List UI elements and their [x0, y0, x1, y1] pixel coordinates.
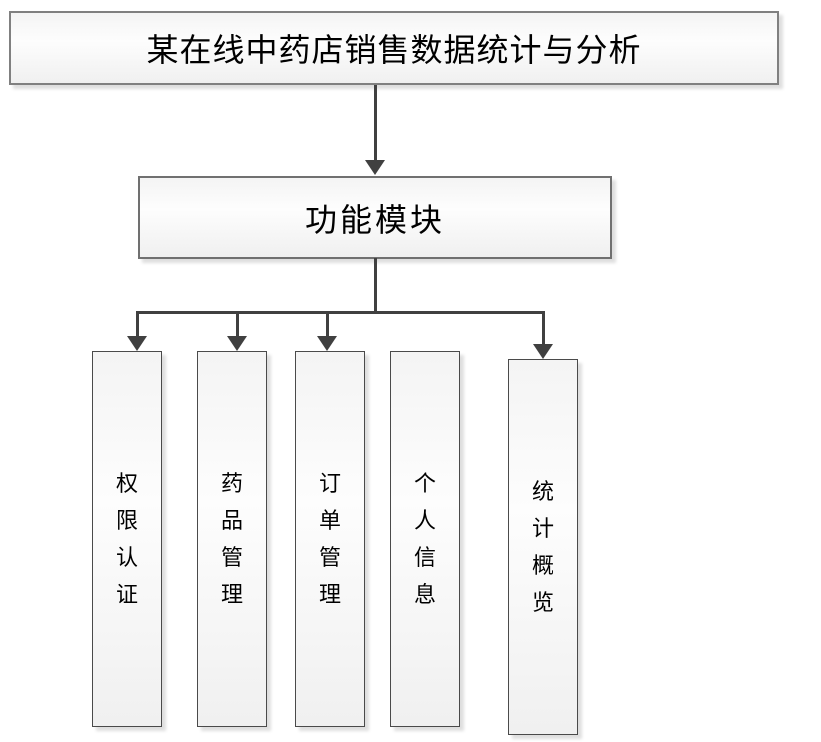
arrow-down-icon [127, 336, 147, 351]
connector-branch-medicine-line [235, 312, 239, 337]
hub-node-label: 功能模块 [304, 201, 445, 238]
arrow-down-icon [317, 336, 337, 351]
module-node-label: 权限认证 [115, 471, 138, 607]
arrow-down-icon [227, 336, 247, 351]
module-node-label: 订单管理 [318, 471, 341, 607]
connector-root-to-hub-line [373, 85, 377, 161]
module-node-personal-info: 个人信息 [390, 351, 460, 727]
hub-node-function-modules: 功能模块 [138, 176, 612, 259]
connector-hub-stem-line [373, 258, 377, 313]
connector-branch-rail-line [135, 311, 545, 314]
root-node-label: 某在线中药店销售数据统计与分析 [146, 32, 642, 68]
module-node-label: 药品管理 [220, 471, 243, 607]
connector-branch-permission-line [135, 312, 139, 337]
module-node-order-management: 订单管理 [295, 351, 365, 727]
arrow-down-icon [365, 160, 385, 175]
module-node-statistics-overview: 统计概览 [508, 359, 578, 735]
root-node-title: 某在线中药店销售数据统计与分析 [9, 11, 779, 85]
module-node-permission-auth: 权限认证 [92, 351, 162, 727]
connector-branch-statistics-line [541, 312, 545, 345]
module-node-label: 统计概览 [531, 479, 554, 615]
connector-branch-order-line [325, 312, 329, 337]
module-node-medicine-management: 药品管理 [197, 351, 267, 727]
module-node-label: 个人信息 [413, 471, 436, 607]
arrow-down-icon [533, 344, 553, 359]
